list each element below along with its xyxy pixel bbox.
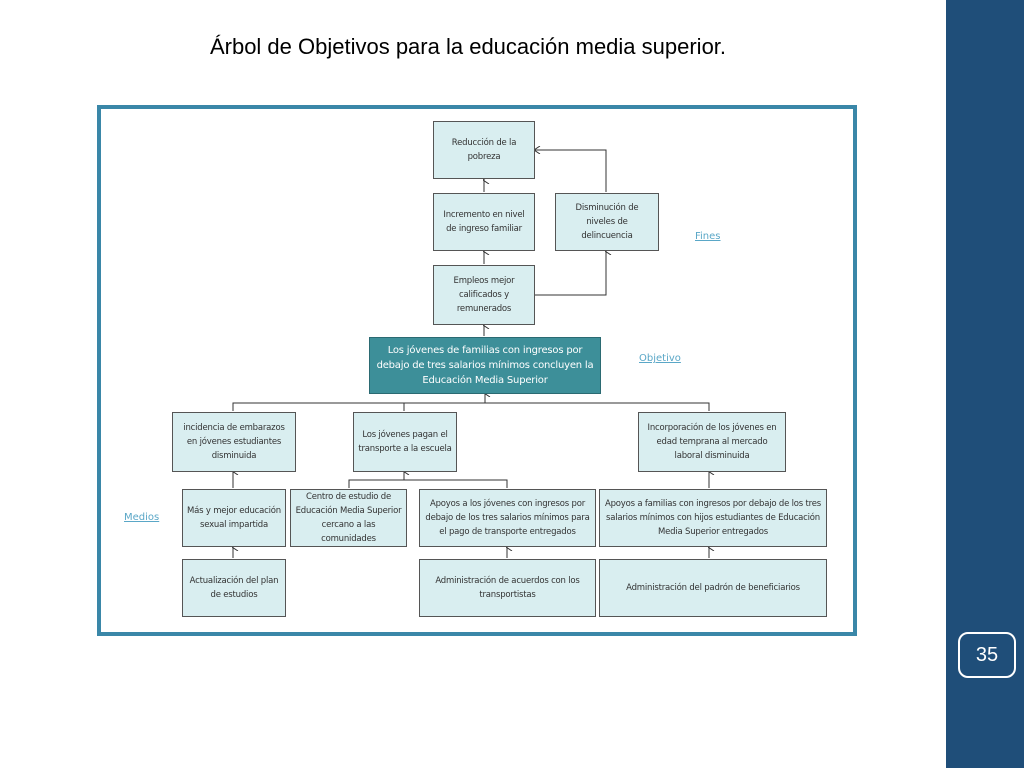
page-number-badge: 35 [958,632,1016,678]
node-transporte-escuela: Los jóvenes pagan el transporte a la esc… [353,412,457,472]
connector-disminucion-reduccion [535,150,607,192]
label-medios: Medios [124,512,160,523]
connector-layer [97,105,857,558]
slide-title: Árbol de Objetivos para la educación med… [209,34,727,59]
node-apoyos-transporte: Apoyos a los jóvenes con ingresos por de… [419,489,596,547]
node-disminucion-delincuencia: Disminución de niveles de delincuencia [555,193,659,251]
node-reduccion-pobreza: Reducción de la pobreza [433,121,535,179]
node-incremento-ingreso: Incremento en nivel de ingreso familiar [433,193,535,251]
node-incorporacion-laboral: Incorporación de los jóvenes en edad tem… [638,412,786,472]
objective-tree-diagram: Reducción de la pobreza Incremento en ni… [97,105,857,636]
connector-medios-transporte [348,479,508,488]
node-centro-estudio: Centro de estudio de Educación Media Sup… [290,489,407,547]
connector-level1-objetivo [232,402,710,411]
connector-empleos-disminucion [535,251,606,296]
node-objetivo-central: Los jóvenes de familias con ingresos por… [369,337,601,394]
node-educacion-sexual: Más y mejor educación sexual impartida [182,489,286,547]
node-administracion-acuerdos: Administración de acuerdos con los trans… [419,559,596,617]
node-embarazos: incidencia de embarazos en jóvenes estud… [172,412,296,472]
node-administracion-padron: Administración del padrón de beneficiari… [599,559,827,617]
node-apoyos-familias: Apoyos a familias con ingresos por debaj… [599,489,827,547]
node-empleos-mejor: Empleos mejor calificados y remunerados [433,265,535,325]
label-objetivo: Objetivo [639,353,681,364]
label-fines: Fines [695,231,721,242]
node-actualizacion-plan: Actualización del plan de estudios [182,559,286,617]
